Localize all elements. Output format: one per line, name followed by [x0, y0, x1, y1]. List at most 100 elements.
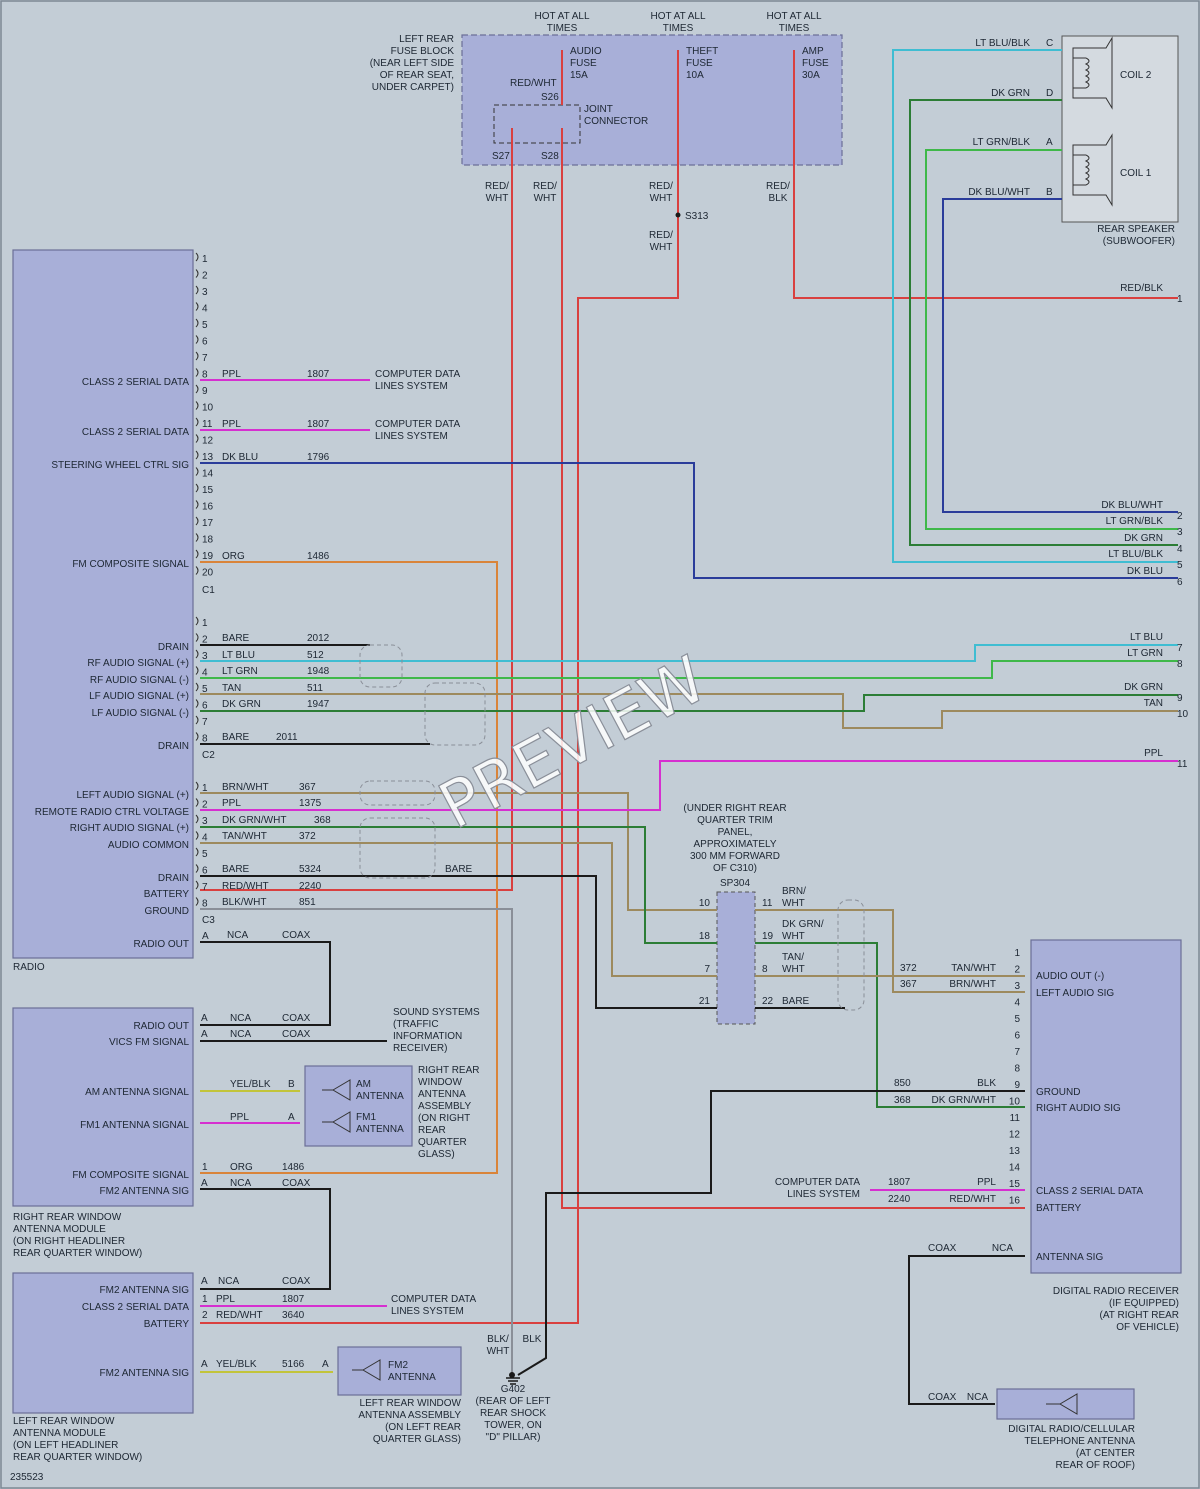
radio-c2-pin: 8: [202, 734, 208, 745]
wire-label: COAX: [928, 1243, 957, 1254]
wire-circuit-label: 368: [314, 815, 331, 826]
rra-label: ANTENNA: [418, 1089, 466, 1100]
speaker-label: REAR SPEAKER: [1097, 224, 1175, 235]
wire-color-label: LT GRN: [222, 666, 258, 677]
rrw-signal: FM COMPOSITE SIGNAL: [72, 1170, 189, 1181]
rra-label: ASSEMBLY: [418, 1101, 471, 1112]
wire-label: RED/WHT: [216, 1310, 263, 1321]
lrw-label: REAR QUARTER WINDOW): [13, 1452, 142, 1463]
pin: A: [322, 1359, 329, 1370]
pin-bracket: [195, 781, 199, 791]
ground-icon: [506, 1377, 520, 1385]
pin-bracket: [195, 269, 199, 278]
wire-color-label: DK GRN/WHT: [932, 1095, 996, 1106]
pin: A: [201, 1359, 208, 1370]
radio-c1-pin: 12: [202, 436, 214, 447]
lrw-label: LEFT REAR WINDOW: [13, 1416, 115, 1427]
wire-label: BARE: [782, 996, 810, 1007]
radio-signal-label: STEERING WHEEL CTRL SIG: [51, 460, 189, 471]
wire-label: TAN/: [782, 952, 804, 963]
hot-label: HOT AT ALL: [534, 11, 589, 22]
drr-signal: BATTERY: [1036, 1203, 1082, 1214]
pin-bracket: [195, 302, 199, 311]
computer-data-label: COMPUTER DATA: [375, 419, 461, 430]
radio-c3-pin: 6: [202, 866, 208, 877]
coil1-symbol: [1072, 133, 1113, 207]
wire-label: NCA: [230, 1029, 251, 1040]
right-edge-wire-label: LT GRN: [1127, 648, 1163, 659]
sound-systems-label: (TRAFFIC: [393, 1019, 439, 1030]
wire-s28: [561, 128, 1025, 1209]
rrw-label: ANTENNA MODULE: [13, 1224, 106, 1235]
pin: B: [1046, 187, 1053, 198]
radio-c2-pin: 2: [202, 635, 208, 646]
pin-bracket: [195, 384, 199, 394]
wire-spk-c: [892, 49, 1178, 563]
pin-bracket: [195, 450, 199, 460]
pin-bracket: [195, 549, 199, 559]
wire-color-label: BLK/WHT: [222, 897, 266, 908]
shield-marks: [359, 644, 865, 1011]
fuse-block-label: (NEAR LEFT SIDE: [370, 58, 455, 69]
hot-label: TIMES: [663, 23, 694, 34]
pin-bracket: [195, 880, 199, 890]
wire-sp-11: [755, 909, 1025, 993]
wire-c3-6: [200, 875, 717, 1009]
sound-systems-label: RECEIVER): [393, 1043, 447, 1054]
fuse-block: [461, 34, 843, 166]
wire-c2-3: [200, 644, 1178, 662]
wire-color-label: RED/WHT: [949, 1194, 996, 1205]
drr-signal: CLASS 2 SERIAL DATA: [1036, 1186, 1143, 1197]
right-edge-wire-label: LT BLU/BLK: [1108, 549, 1163, 560]
wire-c3-3: [200, 826, 717, 944]
right-edge-num: 3: [1177, 527, 1183, 538]
cell-antenna-label: (AT CENTER: [1076, 1448, 1135, 1459]
computer-data-label: COMPUTER DATA: [775, 1177, 861, 1188]
drr-pin: 12: [1009, 1130, 1021, 1141]
cell-antenna-label: REAR OF ROOF): [1056, 1460, 1135, 1471]
connection-dots: [509, 212, 681, 1378]
splice-pin: 21: [699, 996, 711, 1007]
connector-c1: C1: [202, 585, 215, 596]
wire-sp-19: [755, 942, 1025, 1108]
wire-color-label: DK GRN: [222, 699, 261, 710]
wire-circuit-label: 372: [299, 831, 316, 842]
wire-label: RED/: [766, 181, 790, 192]
pin: A: [201, 1178, 208, 1189]
pin-bracket: [195, 335, 199, 344]
splice-note: OF C310): [713, 863, 757, 874]
splice-name: SP304: [720, 878, 750, 889]
wire-circuit-label: 368: [894, 1095, 911, 1106]
pin-bracket: [195, 847, 199, 857]
pin: A: [1046, 137, 1053, 148]
radio-signal-label: LEFT AUDIO SIGNAL (+): [76, 790, 189, 801]
drr-pin: 16: [1009, 1196, 1021, 1207]
lra-label: (ON LEFT REAR: [385, 1422, 461, 1433]
pin: A: [201, 1276, 208, 1287]
pin: 1: [202, 1162, 208, 1173]
pin-bracket: [195, 682, 199, 692]
rrw-signal: VICS FM SIGNAL: [109, 1037, 189, 1048]
wire-color-label: PPL: [222, 369, 241, 380]
rra-label: REAR: [418, 1125, 446, 1136]
cell-antenna-label: TELEPHONE ANTENNA: [1024, 1436, 1135, 1447]
wire-circuit-label: 2240: [888, 1194, 911, 1205]
radio-c1-pin: 16: [202, 502, 214, 513]
wire-label: RED/: [485, 181, 509, 192]
wire-label: DK GRN/: [782, 919, 824, 930]
radio-c2-pin: 5: [202, 684, 208, 695]
pin: A: [201, 1029, 208, 1040]
pin: C: [1046, 38, 1053, 49]
lr-antenna-assembly: [337, 1346, 462, 1396]
wire-label: WHT: [487, 1346, 510, 1357]
drr-signal: AUDIO OUT (-): [1036, 971, 1104, 982]
splice-note: 300 MM FORWARD: [690, 851, 780, 862]
theft-fuse-label: FUSE: [686, 58, 713, 69]
wire-c3-1: [200, 792, 717, 911]
wire-circuit-label: 512: [307, 650, 324, 661]
wire-spk-b: [942, 198, 1178, 513]
radio-signal-label: CLASS 2 SERIAL DATA: [82, 377, 189, 388]
lrw-signal: FM2 ANTENNA SIG: [100, 1285, 190, 1296]
wire-label: RED/: [533, 181, 557, 192]
